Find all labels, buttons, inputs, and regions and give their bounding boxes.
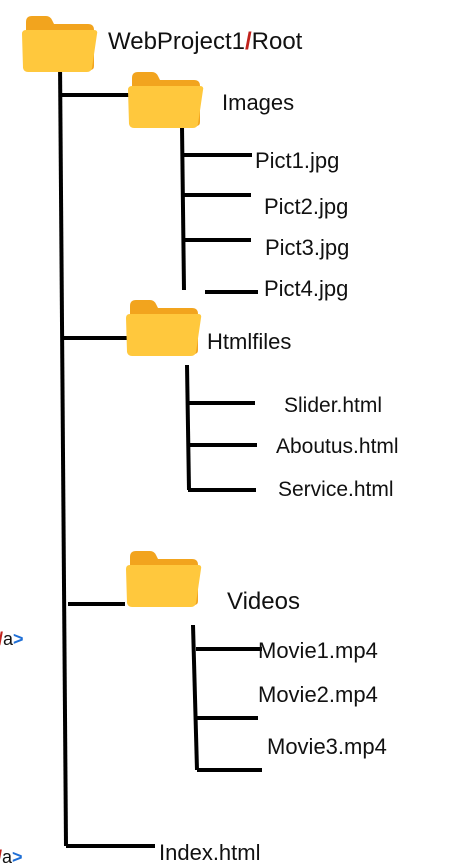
fragment-slash: / [0,847,2,867]
folder-icon [22,16,98,72]
folder-label-images: Images [222,90,295,115]
images-trunk-line [180,126,186,291]
edge-fragment-top: /a> [0,630,24,648]
file-label-movie3: Movie3.mp4 [267,734,387,759]
fragment-text: a [3,629,14,649]
file-label-pict2: Pict2.jpg [264,194,349,219]
root-label: WebProject1/Root [108,30,302,54]
file-label-service: Service.html [278,478,394,501]
file-label-pict4: Pict4.jpg [264,276,349,301]
file-label-movie1: Movie1.mp4 [258,638,378,663]
file-label-index: Index.html [159,840,261,865]
fragment-bracket: > [12,847,23,867]
fragment-slash: / [0,629,3,649]
file-label-pict3: Pict3.jpg [265,235,350,260]
root-trunk-line [58,61,68,847]
tree-connectors [58,61,262,848]
file-label-movie2: Movie2.mp4 [258,682,378,707]
file-label-aboutus: Aboutus.html [276,435,399,458]
folder-icon [126,551,202,607]
folder-label-videos: Videos [227,588,300,615]
htmlfiles-trunk-line [185,364,191,491]
edge-fragment-bottom: /a> [0,848,23,866]
folder-label-htmlfiles: Htmlfiles [207,329,292,354]
fragment-text: a [2,847,13,867]
root-name: WebProject1 [108,28,245,55]
root-separator: / [244,28,252,55]
folder-icon [128,72,204,128]
root-suffix: Root [251,28,303,55]
folder-icon [126,300,202,356]
fragment-bracket: > [13,629,24,649]
file-label-slider: Slider.html [284,394,383,417]
videos-trunk-line [191,624,199,771]
file-label-pict1: Pict1.jpg [255,148,340,173]
